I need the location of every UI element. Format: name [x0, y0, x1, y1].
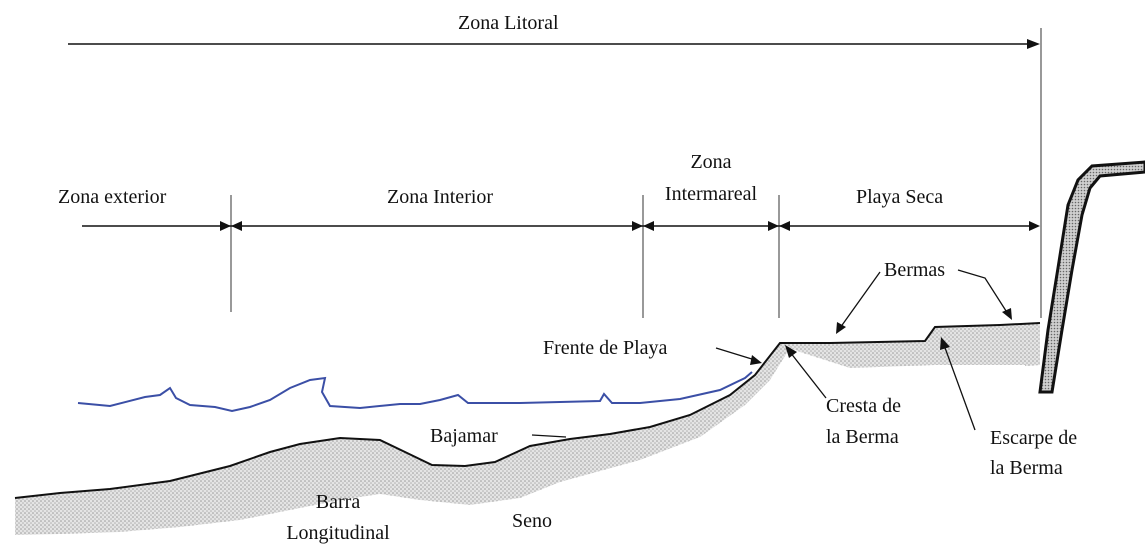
label-escarpe-de-la-berma-line1: Escarpe de: [990, 427, 1078, 449]
label-zona-litoral: Zona Litoral: [458, 11, 559, 35]
label-zona-exterior: Zona exterior: [58, 185, 167, 209]
arrowhead: [643, 221, 654, 231]
arrowhead: [785, 345, 797, 358]
label-barra-longitudinal-line2: Longitudinal: [286, 522, 390, 544]
arrowhead: [1002, 308, 1012, 320]
zona-litoral-arrowhead: [1027, 39, 1040, 49]
arrowhead: [940, 337, 950, 350]
arrowhead: [768, 221, 779, 231]
label-zona-intermareal-line1: Zona: [690, 151, 732, 173]
cliff-shape: [1038, 160, 1145, 394]
arrowhead: [1029, 221, 1040, 231]
sediment-area: [15, 323, 1040, 535]
arrowhead: [220, 221, 231, 231]
escarpe-leader: [943, 344, 976, 431]
label-playa-seca: Playa Seca: [856, 185, 944, 209]
bermas-leader-1: [839, 271, 881, 329]
label-escarpe-de-la-berma-line2: la Berma: [990, 457, 1063, 479]
bajamar-leader: [531, 434, 567, 438]
arrowhead: [836, 322, 846, 334]
arrowhead: [231, 221, 242, 231]
beach-profile-line: [14, 322, 1041, 499]
label-frente-de-playa: Frente de Playa: [543, 337, 668, 359]
label-bajamar: Bajamar: [430, 425, 498, 447]
arrowhead: [632, 221, 643, 231]
frente-leader: [715, 347, 756, 361]
water-surface-line: [77, 371, 753, 413]
label-barra-longitudinal-line1: Barra: [315, 491, 361, 513]
bermas-leader-2: [957, 269, 1009, 315]
arrowhead: [779, 221, 790, 231]
label-zona-intermareal-line2: Intermareal: [650, 182, 772, 206]
label-cresta-de-la-berma-line2: la Berma: [826, 426, 899, 448]
arrowhead: [750, 355, 762, 365]
label-cresta-de-la-berma-line1: Cresta de: [826, 395, 901, 417]
label-zona-interior: Zona Interior: [387, 185, 494, 209]
label-bermas: Bermas: [884, 259, 946, 281]
cresta-leader: [789, 351, 827, 399]
label-seno: Seno: [512, 510, 552, 532]
